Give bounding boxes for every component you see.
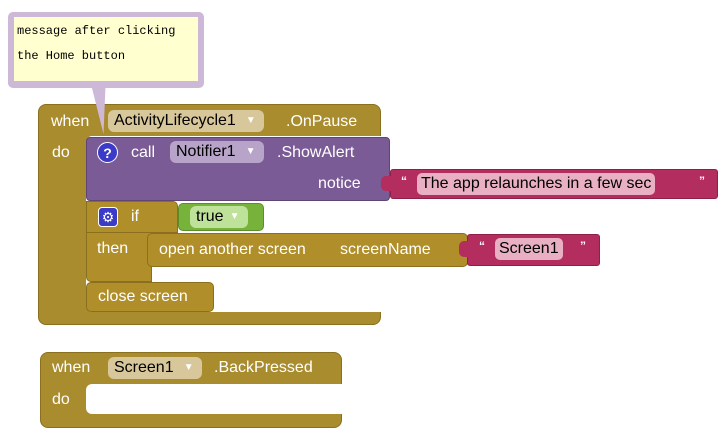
gear-icon[interactable]: ⚙: [98, 207, 118, 227]
open-another-screen-block[interactable]: [147, 233, 468, 267]
true-dropdown[interactable]: true ▼: [190, 206, 248, 228]
backpressed-when-label: when: [52, 359, 91, 376]
close-screen-label: close screen: [98, 288, 188, 305]
close-screen-block[interactable]: [86, 282, 214, 312]
open-quote: “: [479, 239, 485, 253]
chevron-down-icon: ▼: [183, 362, 194, 373]
backpressed-do-label: do: [52, 391, 70, 408]
open-screen-label: open another screen: [159, 241, 306, 258]
backpressed-do-slot: [86, 384, 343, 414]
screen-name-param-label: screenName: [340, 241, 431, 258]
backpressed-component-dropdown[interactable]: Screen1 ▼: [108, 357, 202, 379]
show-alert-method: .ShowAlert: [277, 144, 355, 161]
comment-line: message after clicking: [17, 24, 176, 38]
onpause-event-name: .OnPause: [286, 113, 358, 130]
notice-param-label: notice: [318, 175, 361, 192]
onpause-component-dropdown[interactable]: ActivityLifecycle1 ▼: [108, 110, 264, 132]
backpressed-component-label: Screen1: [114, 359, 174, 376]
comment-line: the Home button: [17, 49, 126, 63]
screen-name-value[interactable]: Screen1: [495, 238, 563, 260]
chevron-down-icon: ▼: [229, 211, 240, 222]
notifier-component-label: Notifier1: [176, 143, 236, 160]
backpressed-event-name: .BackPressed: [214, 359, 313, 376]
help-icon[interactable]: ?: [97, 142, 118, 163]
call-label: call: [131, 144, 156, 161]
close-quote: ”: [580, 239, 586, 253]
then-label: then: [97, 240, 129, 257]
notice-value[interactable]: The app relaunches in a few sec: [417, 173, 656, 195]
onpause-do-label: do: [52, 144, 70, 161]
if-label: if: [131, 208, 139, 225]
onpause-when-label: when: [51, 113, 90, 130]
comment-text-area[interactable]: message after clicking the Home button: [14, 17, 198, 81]
notice-socket-tab: [381, 176, 391, 191]
open-quote: “: [401, 174, 407, 188]
onpause-component-label: ActivityLifecycle1: [114, 112, 236, 129]
chevron-down-icon: ▼: [245, 115, 256, 126]
close-quote: ”: [699, 174, 705, 188]
chevron-down-icon: ▼: [245, 146, 256, 157]
notifier-component-dropdown[interactable]: Notifier1 ▼: [170, 141, 264, 163]
true-label: true: [196, 208, 224, 225]
screen-socket-tab: [459, 241, 469, 257]
